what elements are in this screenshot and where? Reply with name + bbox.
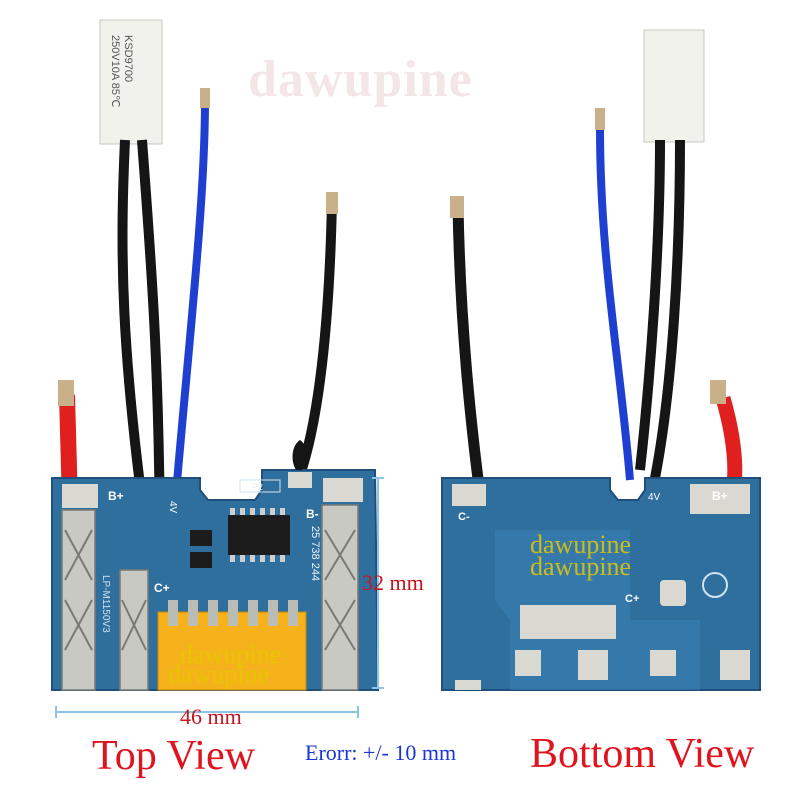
wire-black-bottom-a — [635, 139, 665, 471]
watermark-bottom-2: dawupine — [530, 552, 632, 581]
pcb-bottom: B+ C- C+ 4V — [441, 477, 761, 691]
pad-b-plus-bottom: B+ — [712, 489, 728, 503]
thermal-fuse-top: KSD9700 250V10A 85℃ — [99, 19, 163, 145]
connector-p2-label: P2 — [252, 482, 263, 492]
wire-blue-top — [171, 99, 209, 506]
wire-black-bottom-left — [452, 204, 488, 511]
voltage-top: 4V — [167, 501, 178, 514]
wire-blue-bottom — [596, 127, 634, 481]
pad-c-plus-top: C+ — [154, 581, 170, 595]
pad-b-minus-top: B- — [306, 507, 319, 521]
width-dimension-label: 46 mm — [180, 704, 242, 729]
watermark-top-1: dawupine — [180, 640, 282, 669]
height-dimension-label: 32 mm — [362, 570, 424, 595]
watermark-bottom-1: dawupine — [530, 530, 632, 559]
thermal-fuse-bottom — [643, 29, 705, 143]
watermark: dawupine — [248, 51, 473, 108]
wire-black-bottom-b — [650, 139, 685, 479]
fuse-label-2: 250V10A 85℃ — [109, 35, 121, 107]
pcb-id: LP-M1150V3 — [100, 575, 111, 633]
wire-black-top-right — [295, 199, 337, 477]
voltage-bottom: 4V — [648, 492, 661, 503]
pad-b-plus-top: B+ — [108, 489, 124, 503]
error-tolerance-caption: Erorr: +/- 10 mm — [305, 740, 457, 765]
top-view-caption: Top View — [92, 733, 255, 779]
fuse-label-1: KSD9700 — [122, 35, 134, 82]
board-code: 25 738 244 — [309, 526, 321, 581]
pad-c-plus-bottom: C+ — [625, 593, 639, 605]
bottom-view-caption: Bottom View — [530, 731, 755, 777]
pad-c-minus-bottom: C- — [458, 511, 470, 523]
watermark-top-2: dawupine — [168, 660, 270, 689]
pcb-top: P2 B+ B- C+ 4V 25 738 244 LP-M1150V3 — [51, 440, 380, 691]
dimension-lines — [55, 477, 384, 718]
